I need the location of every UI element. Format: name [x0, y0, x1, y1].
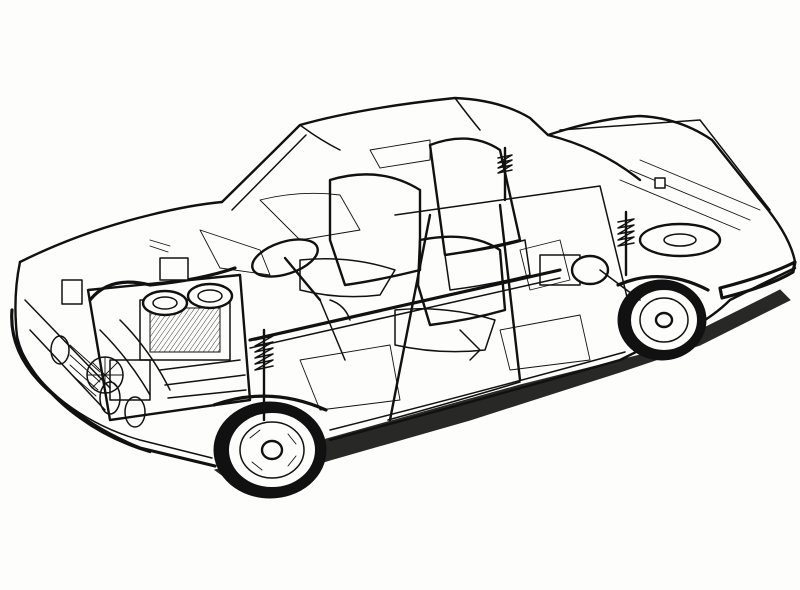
- driveshaft-icon: [248, 254, 641, 349]
- rear-suspension-spring-icon: [497, 146, 635, 277]
- floor-carpet-icon: [299, 239, 591, 411]
- engine-icon: [61, 239, 252, 422]
- rear-seat-icon: [428, 137, 531, 291]
- spare-tire-icon: [619, 159, 761, 258]
- front-seat-icon: [299, 173, 507, 353]
- rear-wheel-icon: [616, 275, 710, 361]
- interior-details-icon: [199, 139, 481, 361]
- front-wheel-icon: [212, 394, 328, 499]
